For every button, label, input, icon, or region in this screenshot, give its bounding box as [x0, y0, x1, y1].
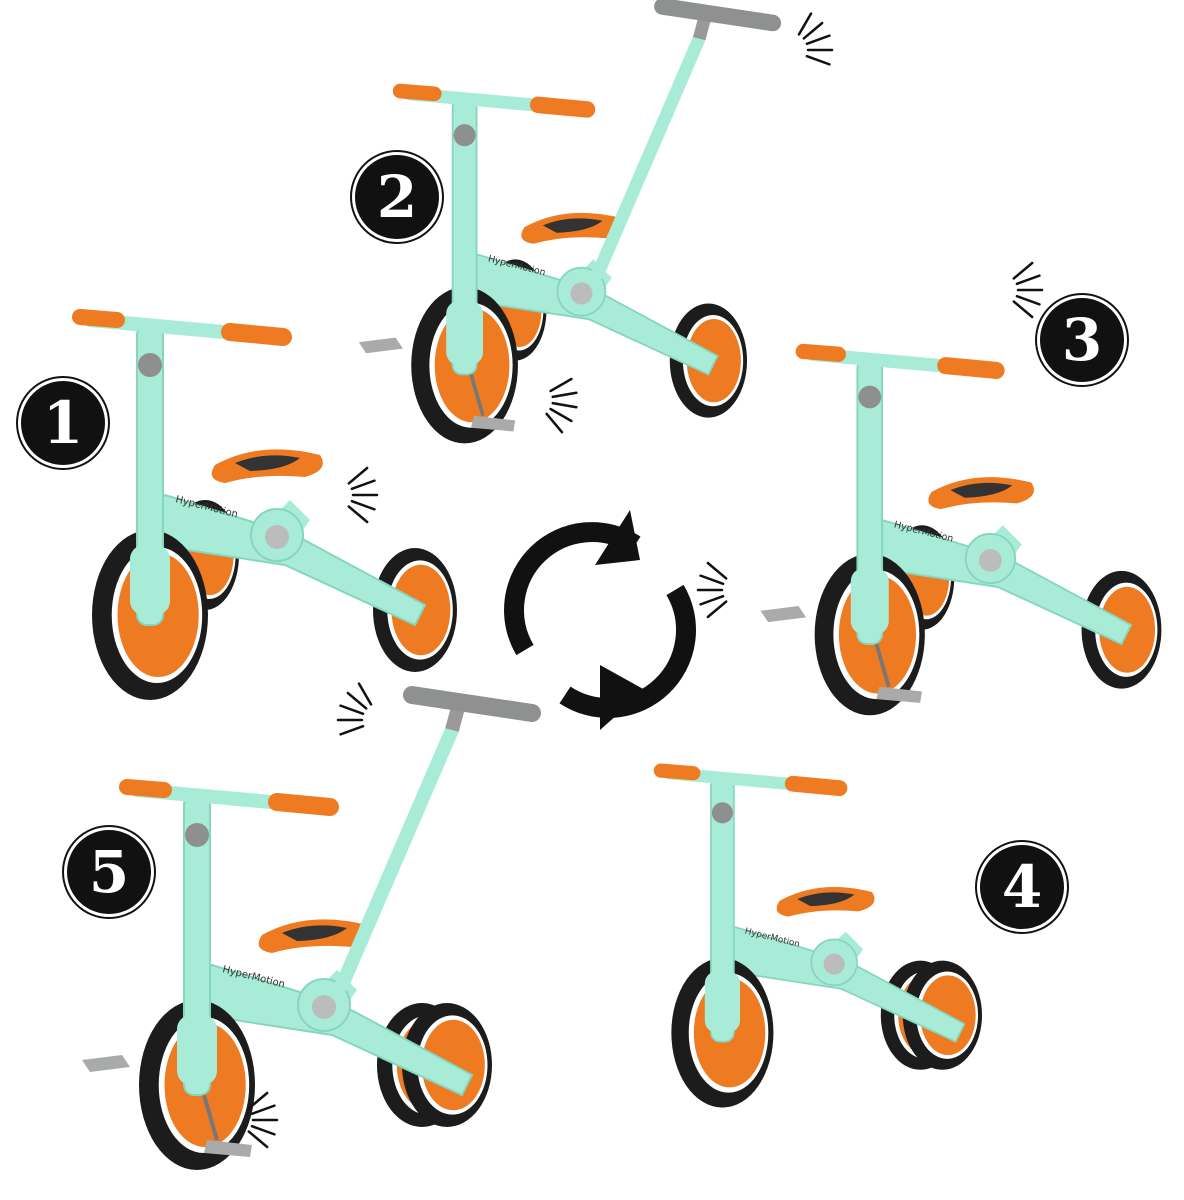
accent-motion-line	[551, 391, 578, 399]
accent-motion-line	[346, 691, 368, 710]
accent-motion-line	[706, 561, 728, 580]
height-knob	[453, 124, 476, 147]
push-bar	[591, 32, 706, 280]
joint-cap	[570, 282, 593, 305]
accent-motion-line	[250, 1124, 276, 1136]
joint-cap	[823, 953, 845, 975]
mode-badge-2: 2	[352, 152, 442, 242]
mode-badge-5: 5	[64, 827, 154, 917]
accent-motion-line	[549, 377, 573, 393]
grip-left	[392, 83, 442, 102]
height-knob	[185, 823, 209, 847]
pedal-right	[876, 686, 922, 703]
accent-motion-line	[1012, 261, 1034, 280]
seat-cushion	[282, 925, 347, 941]
pedal-left	[82, 1055, 130, 1072]
pedal-right	[204, 1140, 252, 1157]
accent-motion-line	[347, 505, 369, 524]
tricycle-mode-3: HyperMotion	[760, 343, 1162, 716]
accent-motion-line	[706, 600, 728, 619]
fork	[704, 971, 740, 1033]
accent-motion-line	[357, 682, 373, 706]
accent-motion-line	[339, 724, 365, 736]
sync-arrowhead-top	[595, 510, 640, 565]
accent-motion-line	[350, 479, 376, 491]
fork	[177, 1015, 217, 1085]
motion-lines	[247, 12, 1044, 1149]
accent-motion-line	[805, 54, 831, 66]
sync-arc-top	[504, 522, 641, 656]
accent-motion-line	[1015, 294, 1041, 306]
grip-right	[937, 357, 1005, 379]
mode-badge-4: 4	[977, 842, 1067, 932]
accent-motion-line	[549, 407, 573, 423]
sync-arc-bottom	[559, 584, 696, 718]
fork	[850, 568, 889, 635]
sync-arrows-icon	[504, 510, 696, 730]
grip-left	[119, 779, 172, 798]
fork	[130, 545, 170, 615]
accent-motion-line	[1015, 274, 1041, 286]
accent-motion-line	[551, 401, 578, 409]
accent-motion-line	[247, 1130, 269, 1149]
grip-right	[221, 323, 292, 346]
accent-motion-line	[250, 1104, 276, 1116]
accent-motion-line	[699, 574, 725, 586]
accent-motion-line	[1012, 300, 1034, 319]
accent-motion-line	[339, 704, 365, 716]
accent-motion-line	[545, 412, 564, 434]
push-bar-handle	[403, 686, 541, 722]
pedal-left	[358, 337, 403, 354]
mode-badge-3: 3	[1037, 295, 1127, 385]
accent-motion-line	[350, 499, 376, 511]
fork	[446, 300, 483, 366]
mode-badge-1: 1	[18, 378, 108, 468]
accent-motion-line	[247, 1091, 269, 1110]
crank	[469, 373, 485, 417]
accent-motion-line	[699, 594, 725, 606]
push-bar-handle	[654, 0, 782, 32]
push-bar	[335, 723, 459, 992]
accent-motion-line	[802, 21, 824, 40]
tricycle-mode-4: HyperMotion	[653, 763, 982, 1108]
seat-cushion	[950, 482, 1013, 498]
accent-motion-line	[347, 466, 369, 485]
grip-left	[795, 343, 847, 362]
seat-cushion	[235, 455, 300, 471]
height-knob	[138, 353, 162, 377]
grip-right	[784, 775, 848, 797]
tricycle-mode-2: HyperMotion	[358, 0, 782, 444]
joint-cap	[265, 525, 289, 549]
tricycle-mode-5: HyperMotion	[82, 686, 541, 1170]
grip-right	[268, 793, 339, 816]
accent-motion-line	[797, 12, 813, 36]
height-knob	[858, 385, 882, 409]
grip-right	[529, 96, 596, 118]
joint-cap	[312, 995, 336, 1019]
height-knob	[711, 802, 733, 824]
crank	[202, 1094, 219, 1141]
joint-cap	[979, 549, 1002, 572]
seat-cushion	[797, 892, 855, 907]
sync-arrowhead-bottom	[600, 665, 645, 730]
accent-motion-line	[805, 34, 831, 46]
grip-left	[72, 309, 125, 328]
pedal-left	[760, 606, 807, 623]
tricycle-mode-1: HyperMotion	[72, 309, 457, 700]
pedal-right	[471, 415, 516, 432]
crank	[874, 643, 891, 688]
seat-cushion	[542, 218, 603, 233]
grip-left	[653, 763, 701, 781]
